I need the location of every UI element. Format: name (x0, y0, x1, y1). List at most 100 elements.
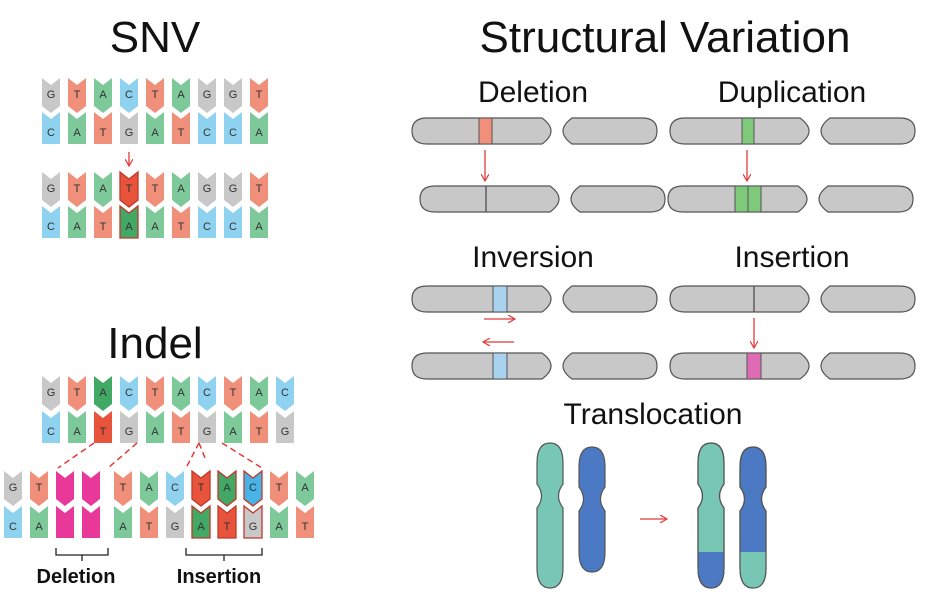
nucleotide-letter: T (230, 387, 237, 399)
nucleotide-top (56, 471, 74, 506)
sv-deletion-label: Deletion (478, 76, 588, 109)
inverted-band (492, 352, 508, 380)
chromosome-right-arm (820, 352, 916, 380)
nucleotide-bottom (166, 506, 184, 538)
nucleotide-bottom (4, 506, 22, 538)
nucleotide-bottom (224, 112, 242, 144)
nucleotide-bottom (250, 206, 268, 238)
nucleotide-letter: A (35, 521, 43, 533)
nucleotide-top (243, 469, 263, 507)
nucleotide-letter: T (152, 183, 159, 195)
nucleotide-letter: G (125, 426, 134, 438)
translocation-chromosome-blue-before (578, 446, 606, 573)
indel-title: Indel (107, 319, 202, 368)
translocated-blue-segment (698, 552, 724, 588)
nucleotide-letter: T (256, 183, 263, 195)
nucleotide-top (119, 170, 139, 208)
chromosome-left-arm (419, 185, 560, 213)
nucleotide-top (140, 471, 158, 506)
duplicated-band-2 (747, 185, 762, 213)
translocation-chromosome-teal-before (536, 442, 564, 589)
nucleotide-letter: T (120, 482, 127, 494)
nucleotide-letter: A (197, 521, 205, 533)
insertion-dash-right (221, 442, 263, 469)
nucleotide-bottom (224, 206, 242, 238)
nucleotide-top (120, 78, 138, 113)
chromosome-right-arm (562, 117, 658, 145)
nucleotide-letter: C (125, 89, 133, 101)
deleted-band (478, 117, 493, 145)
deletion-bracket (55, 548, 109, 561)
nucleotide-letter: T (36, 482, 43, 494)
nucleotide-top (166, 471, 184, 506)
chromosome-inversion-before (411, 285, 658, 313)
nucleotide-bottom (114, 506, 132, 538)
chromosome-duplication-after (667, 185, 914, 213)
chromosome-deletion-before (411, 117, 658, 145)
nucleotide-top (4, 471, 22, 506)
sv-insertion-label: Insertion (734, 241, 849, 274)
nucleotide-letter: G (9, 482, 18, 494)
nucleotide-letter: C (9, 521, 17, 533)
chromosome-right-arm (562, 352, 658, 380)
nucleotide-bottom (120, 112, 138, 144)
nucleotide-letter: A (73, 127, 81, 139)
nucleotide-bottom (42, 112, 60, 144)
nucleotide-bottom (120, 411, 138, 443)
nucleotide-bottom (250, 112, 268, 144)
nucleotide-bottom (42, 206, 60, 238)
nucleotide-letter: T (100, 127, 107, 139)
duplicated-band-1 (734, 185, 749, 213)
nucleotide-letter: A (151, 127, 159, 139)
nucleotide-top (172, 376, 190, 411)
translocated-teal-segment (740, 552, 766, 588)
nucleotide-letter: T (126, 183, 133, 195)
sv-translocation-label: Translocation (564, 398, 743, 431)
chromosome-right-arm (820, 117, 916, 145)
nucleotide-letter: A (255, 221, 263, 233)
nucleotide-top (42, 78, 60, 113)
nucleotide-letter: T (152, 89, 159, 101)
nucleotide-letter: C (125, 387, 133, 399)
nucleotide-letter: T (178, 426, 185, 438)
nucleotide-bottom (119, 204, 139, 239)
nucleotide-letter: A (99, 387, 107, 399)
nucleotide-letter: C (47, 221, 55, 233)
nucleotide-letter: A (145, 482, 153, 494)
nucleotide-letter: A (275, 521, 283, 533)
nucleotide-bottom (198, 411, 216, 443)
nucleotide-bottom (172, 411, 190, 443)
nucleotide-bottom (56, 506, 74, 538)
nucleotide-letter: T (224, 521, 231, 533)
nucleotide-bottom (146, 206, 164, 238)
nucleotide-letter: A (151, 221, 159, 233)
nucleotide-letter: T (256, 426, 263, 438)
chromosome-left-arm (669, 117, 810, 145)
inversion-band (492, 285, 508, 313)
nucleotide-letter: C (47, 426, 55, 438)
nucleotide-bottom (82, 506, 100, 538)
nucleotide-letter: C (47, 127, 55, 139)
nucleotide-top (224, 78, 242, 113)
nucleotide-top (198, 376, 216, 411)
sv-duplication-label: Duplication (718, 76, 866, 109)
nucleotide-top (250, 78, 268, 113)
nucleotide-letter: A (177, 183, 185, 195)
nucleotide-letter: G (203, 89, 212, 101)
sv-inversion-label: Inversion (472, 241, 594, 274)
nucleotide-letter: T (198, 482, 205, 494)
nucleotide-top (82, 471, 100, 506)
nucleotide-letter: T (74, 387, 81, 399)
nucleotide-top (296, 471, 314, 506)
nucleotide-top (42, 376, 60, 411)
chromosome-insertion-after (669, 352, 916, 380)
nucleotide-letter: T (178, 221, 185, 233)
nucleotide-bottom (140, 506, 158, 538)
nucleotide-top (198, 78, 216, 113)
nucleotide-top (224, 172, 242, 207)
nucleotide-letter: C (203, 127, 211, 139)
nucleotide-top (172, 172, 190, 207)
nucleotide-letter: A (99, 183, 107, 195)
